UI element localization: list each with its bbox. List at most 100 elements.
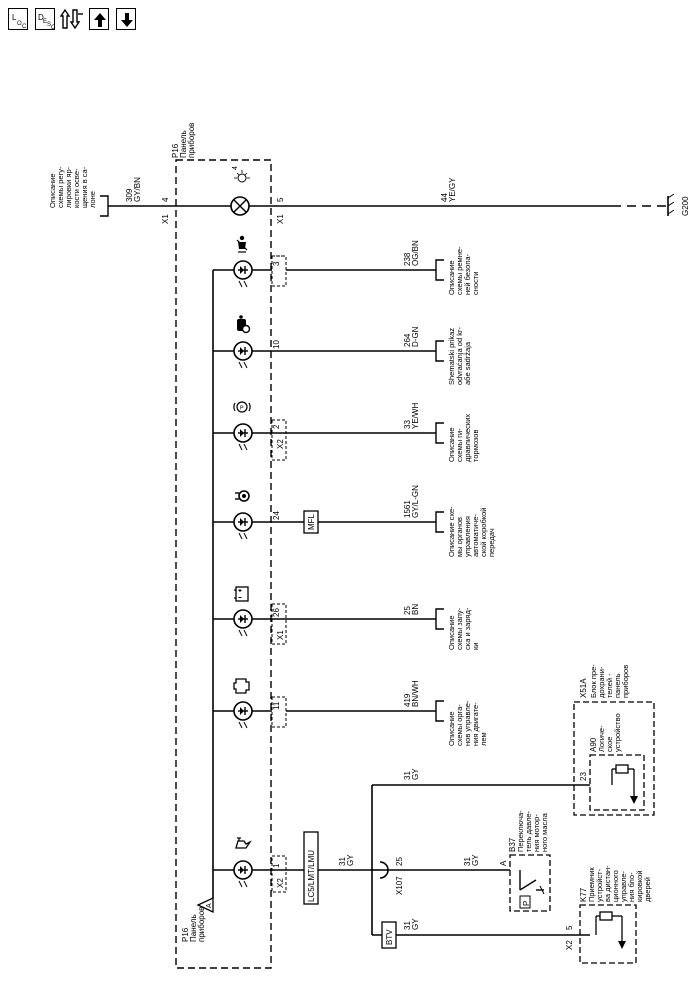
b37-marker: P: [522, 901, 531, 906]
svg-text:Описание: Описание: [447, 711, 456, 746]
distraction-icon: [237, 315, 251, 334]
indicator-seatbelt: 3 3 238 OG/BN Описание схемы ремне- ней …: [213, 235, 480, 295]
svg-text:Логиче-: Логиче-: [597, 725, 606, 752]
transmission-pin: 24: [272, 511, 281, 520]
svg-text:Shematski prikaz: Shematski prikaz: [447, 328, 456, 385]
svg-text:лировки яр-: лировки яр-: [64, 166, 73, 208]
svg-text:тель давле-: тель давле-: [524, 810, 533, 852]
k77-receiver-boundary: [579, 904, 637, 964]
x51a-fuse-block-boundary: [573, 701, 655, 816]
pin-5: 5: [276, 197, 285, 202]
ground-g200-icon: [667, 193, 675, 216]
b37-description: Переключа- тель давле- ния мотор- ного м…: [516, 810, 549, 852]
battery-wire-num: 25: [403, 606, 412, 615]
svg-text:Переключа-: Переключа-: [516, 810, 525, 852]
indicator-engine: 11 419 BN/WH Описание схемы орга- нов уп…: [213, 678, 488, 746]
toolbar: L O C D E S C: [0, 0, 700, 44]
illumination-bulb-icon: [230, 196, 250, 216]
next-button[interactable]: [116, 8, 136, 30]
svg-text:ва дистан-: ва дистан-: [603, 865, 612, 902]
svg-text:P: P: [240, 406, 244, 412]
brake-icon: P: [233, 401, 251, 413]
svg-text:тормозов: тормозов: [471, 430, 480, 462]
panel-name-2: приборов: [187, 123, 196, 158]
engine-wire-num: 419: [403, 693, 412, 707]
wire-31-num-c: 31: [463, 857, 472, 866]
btv-label: BTV: [385, 929, 394, 945]
svg-text:передач: передач: [487, 528, 496, 557]
pin-1: 1: [272, 863, 281, 868]
brake-wire-color: YE/WH: [411, 403, 420, 429]
brake-pin: 2: [272, 424, 281, 429]
wire-31-num-a: 31: [338, 857, 347, 866]
svg-text:дохрани-: дохрани-: [597, 666, 606, 698]
x2-lower-label: X2: [276, 878, 285, 888]
right-wire-color: YE/GY: [448, 177, 457, 202]
svg-text:ционного: ционного: [611, 870, 620, 902]
a90-ref: A90: [589, 737, 598, 752]
desc-letter-s: S: [47, 22, 51, 28]
svg-text:кировкой: кировкой: [635, 870, 644, 902]
indicator-brake: P 2 X2 33 YE/WH Описание схемы ги- дравл…: [213, 401, 480, 462]
mfl-label: MFL: [307, 513, 316, 530]
svg-text:управле-: управле-: [619, 870, 628, 902]
svg-text:кости осве-: кости осве-: [72, 168, 81, 208]
location-button[interactable]: L O C: [8, 8, 28, 30]
arrow-up-icon: [94, 13, 106, 27]
k77-ref: K77: [579, 887, 588, 902]
svg-text:дравлических: дравлических: [463, 414, 472, 462]
description-button[interactable]: D E S C: [35, 8, 56, 31]
svg-text:устройство: устройство: [613, 713, 622, 752]
engine-wire-color: BN/WH: [411, 680, 420, 707]
wire-31-color-c: GY: [471, 854, 480, 866]
loc-letter-l: L: [12, 13, 17, 22]
seatbelt-wire-num: 238: [403, 252, 412, 266]
svg-text:Блок пре-: Блок пре-: [589, 664, 598, 698]
x1-right: X1: [276, 214, 285, 224]
wire-31-color-b: GY: [411, 768, 420, 780]
x51a-ref: X51A: [579, 678, 588, 698]
btv-box: [381, 921, 397, 949]
p16-marker-icon: [196, 896, 214, 914]
svg-text:сности: сности: [471, 272, 480, 295]
previous-button[interactable]: [89, 8, 109, 30]
transmission-icon: [235, 490, 250, 502]
panel-p16-boundary: [175, 159, 272, 969]
distraction-pin: 10: [272, 340, 281, 349]
svg-text:автоматиче-: автоматиче-: [471, 514, 480, 557]
svg-text:схемы регу-: схемы регу-: [56, 166, 65, 208]
k77-pin: 5: [565, 925, 574, 930]
svg-text:нов управле-: нов управле-: [463, 700, 472, 746]
loc-letter-o: O: [17, 21, 22, 27]
panel-ref: P16: [171, 143, 180, 158]
indicator-oil-pressure: 1 X2: [213, 837, 372, 888]
lc5-label: LC5/LMT/LMU: [307, 850, 316, 902]
left-wire-color: GY/BN: [133, 177, 142, 202]
svg-text:телей -: телей -: [605, 673, 614, 698]
wire-31-color-a: GY: [346, 854, 355, 866]
left-wire-num: 309: [125, 188, 134, 202]
indicator-transmission: 24 MFL 1561 GY/L-GN Описание схе- мы орг…: [213, 485, 496, 557]
svg-text:управления: управления: [463, 516, 472, 557]
engine-pin: 11: [272, 701, 281, 710]
a90-resistor-icon: [611, 764, 638, 804]
svg-text:мы органов: мы органов: [455, 517, 464, 557]
x1-battery-label: X1: [276, 630, 285, 640]
b37-marker-box: [519, 895, 531, 909]
distraction-wire-color: D-GN: [411, 326, 420, 347]
pin-4: 4: [161, 197, 170, 202]
battery-wire-color: BN: [411, 604, 420, 615]
x1-left: X1: [161, 214, 170, 224]
svg-text:схемы ремне-: схемы ремне-: [455, 246, 464, 295]
navigate-icon-button[interactable]: [60, 8, 83, 30]
engine-icon: [233, 678, 250, 694]
svg-text:ска и заряд-: ска и заряд-: [463, 607, 472, 650]
svg-text:ней безопа-: ней безопа-: [463, 253, 472, 295]
desc-letter-d: D: [38, 13, 44, 22]
svg-text:odvraćanja od kr-: odvraćanja od kr-: [455, 327, 464, 385]
battery-icon: [234, 586, 249, 602]
svg-text:ния двигате-: ния двигате-: [471, 702, 480, 746]
transmission-wire-color: GY/L-GN: [411, 485, 420, 518]
svg-text:Приемник: Приемник: [587, 867, 596, 902]
